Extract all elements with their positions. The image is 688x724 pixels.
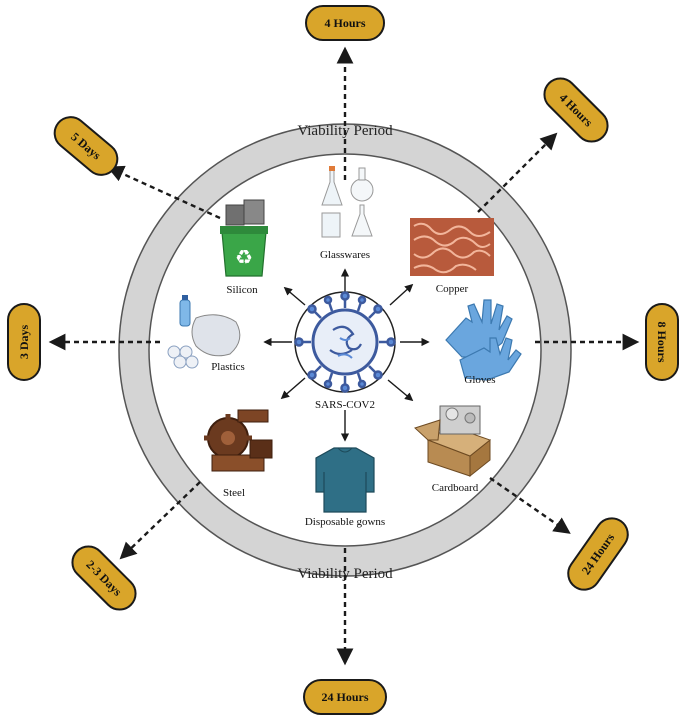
duration-gowns-text: 24 Hours — [321, 690, 368, 704]
duration-pill-plastics: 3 Days — [7, 303, 41, 381]
plastics-icon — [167, 295, 241, 369]
gloves-label: Gloves — [464, 374, 495, 386]
duration-gloves-text: 8 Hours — [655, 321, 669, 362]
duration-pill-gloves: 8 Hours — [645, 303, 679, 381]
gown-icon — [315, 447, 375, 513]
duration-pill-cardboard: 24 Hours — [567, 517, 629, 591]
duration-pill-steel: 2-3 Days — [71, 545, 137, 611]
inner-arrow-copper — [389, 283, 414, 306]
silicon-label: Silicon — [226, 284, 258, 296]
arrow-cardboard — [489, 477, 571, 534]
gowns-label: Disposable gowns — [305, 516, 385, 528]
inner-arrow-cardboard — [387, 379, 414, 402]
copper-coil-icon — [410, 218, 494, 276]
arrow-steel — [119, 481, 201, 560]
duration-pill-copper: 4 Hours — [543, 77, 609, 143]
arrow-copper — [477, 132, 558, 213]
duration-pill-silicon: 5 Days — [53, 116, 119, 176]
plastics-label: Plastics — [211, 361, 245, 373]
duration-plastics-text: 3 Days — [17, 325, 31, 360]
recycle-bin-icon: ♻ — [220, 199, 268, 277]
copper-label: Copper — [436, 283, 469, 295]
duration-glasswares-text: 4 Hours — [324, 16, 365, 30]
steel-label: Steel — [223, 487, 245, 499]
inner-arrow-silicon — [283, 286, 306, 306]
arrow-silicon — [106, 165, 221, 220]
sars-cov2-virus-icon — [294, 291, 396, 393]
ring-bottom-label: Viability Period — [297, 566, 393, 582]
center-label: SARS-COV2 — [315, 399, 375, 411]
steel-gears-icon — [204, 409, 273, 472]
gloves-icon — [445, 299, 522, 381]
inner-arrow-steel — [280, 377, 306, 400]
cardboard-label: Cardboard — [432, 482, 479, 494]
cardboard-box-icon — [414, 405, 492, 478]
glassware-icon — [321, 166, 374, 238]
svg-text:♻: ♻ — [235, 245, 253, 269]
duration-pill-gowns: 24 Hours — [303, 679, 387, 715]
glasswares-label: Glasswares — [320, 249, 370, 261]
duration-pill-glasswares: 4 Hours — [305, 5, 385, 41]
